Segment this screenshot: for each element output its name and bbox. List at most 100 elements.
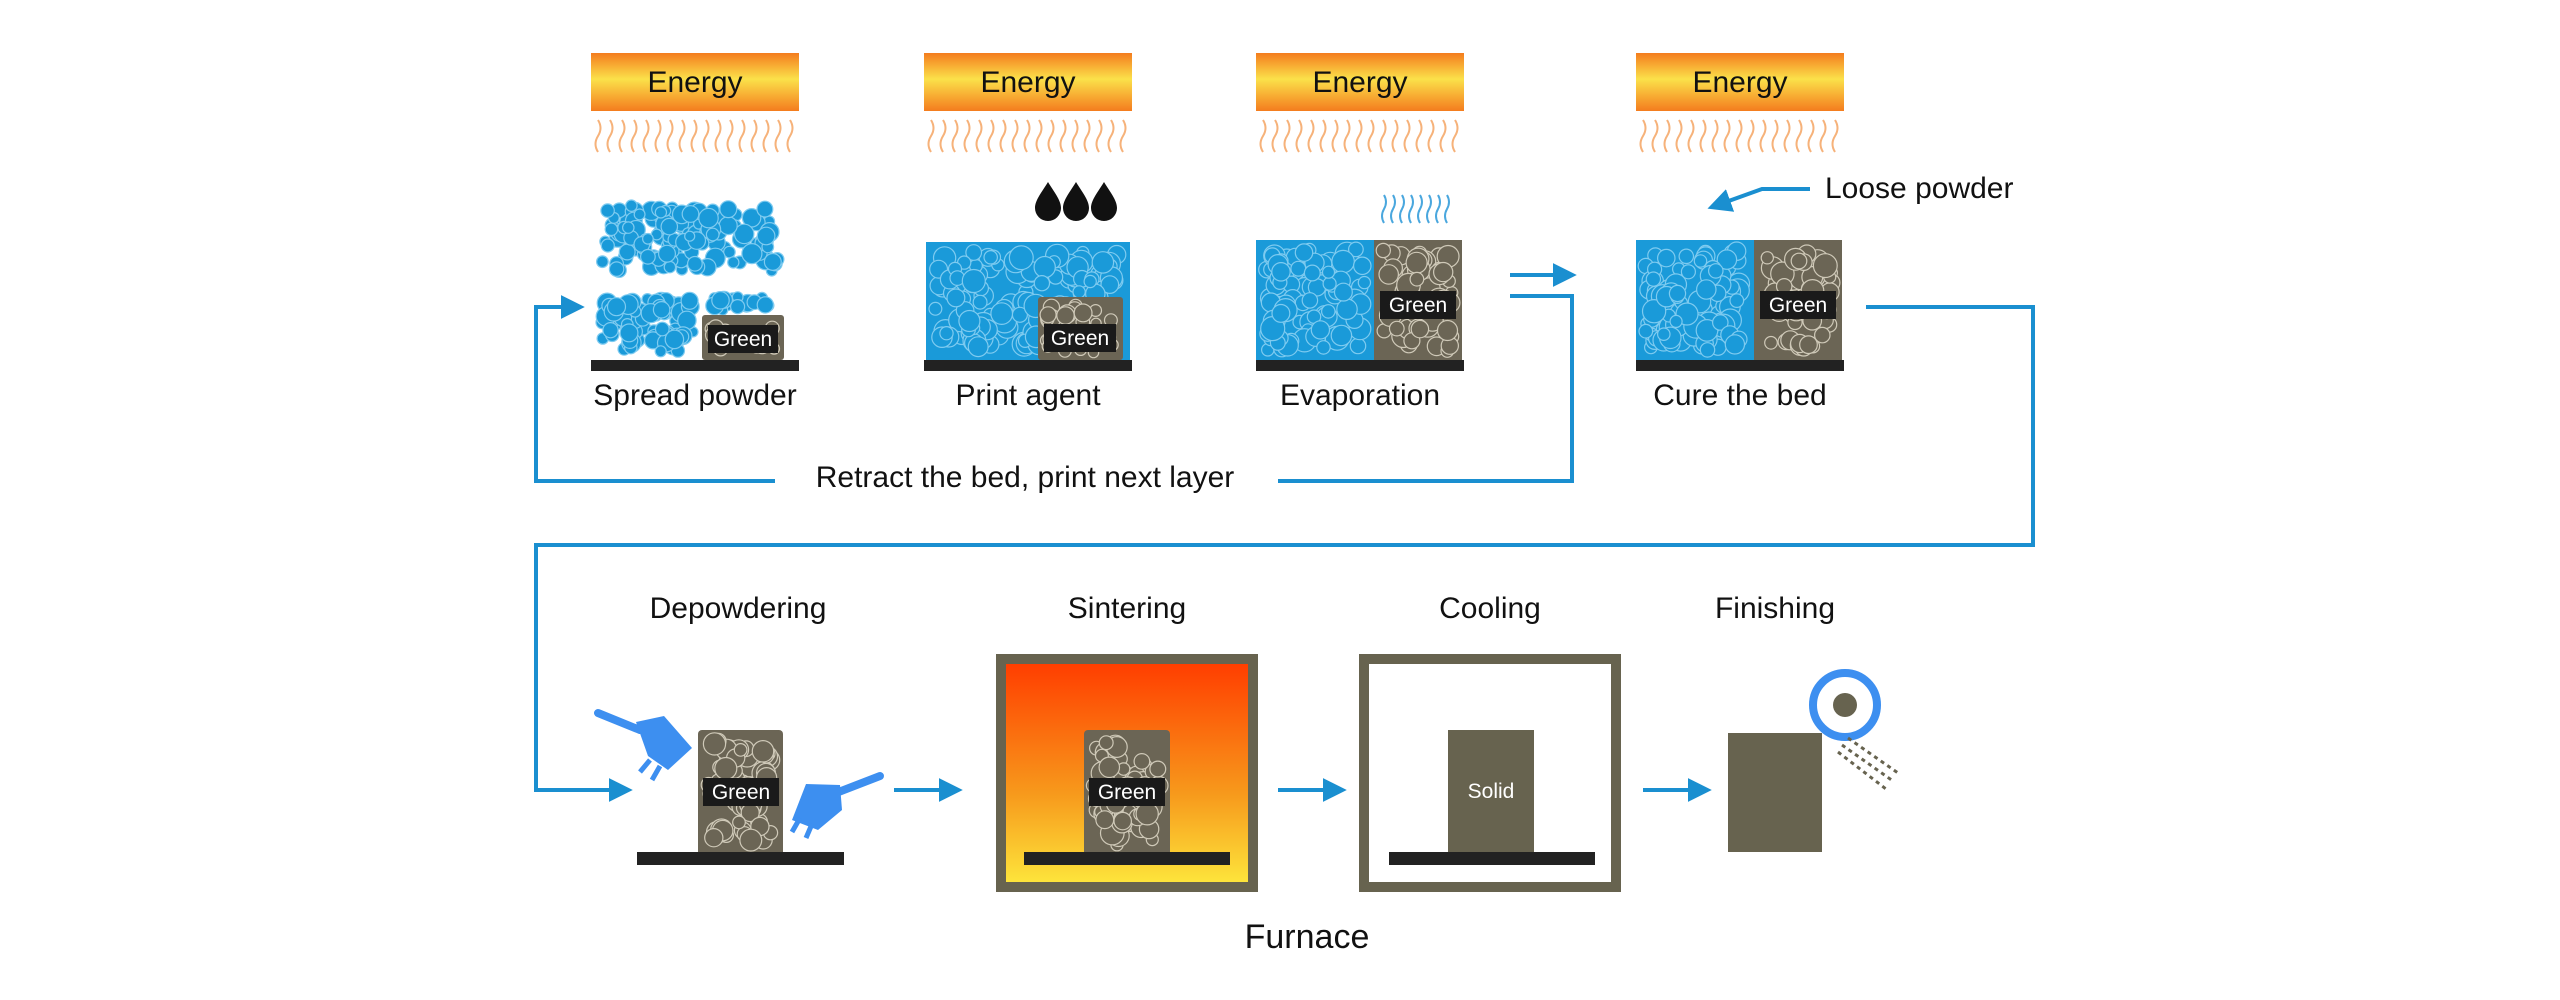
grain xyxy=(1410,319,1430,339)
heat-wave-line xyxy=(750,119,758,153)
energy-bar-icon xyxy=(1256,53,1464,111)
grain xyxy=(1098,735,1114,751)
powder-particle xyxy=(680,291,699,310)
heat-wave-line xyxy=(1295,119,1303,153)
heat-wave-line xyxy=(606,119,614,153)
vapor-line xyxy=(1435,194,1441,224)
heat-wave-line xyxy=(1439,119,1447,153)
build-bed xyxy=(637,852,844,865)
powder-particle xyxy=(1657,248,1676,268)
powder-particle xyxy=(625,199,638,212)
grain xyxy=(714,756,738,781)
grain xyxy=(733,743,748,757)
step-label-cure-the-bed: Cure the bed xyxy=(1653,379,1826,412)
heat-wave-line xyxy=(1119,119,1127,153)
powder-particle xyxy=(654,321,670,337)
grain xyxy=(1095,810,1115,830)
powder-particle xyxy=(1301,292,1319,309)
ink-drop-icon xyxy=(1035,182,1117,221)
vapor-icon xyxy=(1381,194,1450,224)
heat-wave-line xyxy=(666,119,674,153)
grain xyxy=(1814,326,1831,344)
powder-particle xyxy=(1310,320,1331,340)
heat-wave-line xyxy=(1711,119,1719,153)
powder-particle xyxy=(652,300,671,319)
powder-particle xyxy=(967,336,989,358)
grain xyxy=(1113,811,1132,831)
grain xyxy=(1760,251,1775,265)
powder-particle xyxy=(684,230,696,242)
step-finishing: Finishing xyxy=(1715,592,1899,852)
heat-wave-line xyxy=(1795,119,1803,153)
powder-particle xyxy=(664,329,685,350)
powder-particle xyxy=(928,301,943,316)
heat-wave-line xyxy=(1035,119,1043,153)
powder-particle xyxy=(681,205,700,223)
arrow-icon xyxy=(1707,187,1810,212)
heat-wave-line xyxy=(1379,119,1387,153)
heat-wave-line xyxy=(963,119,971,153)
powder-particle xyxy=(1641,299,1667,324)
heat-wave-line xyxy=(999,119,1007,153)
powder-particle xyxy=(1330,324,1353,347)
powder-particle xyxy=(756,226,776,246)
heat-wave-line xyxy=(630,119,638,153)
energy-label-1: Energy xyxy=(647,66,742,99)
heat-wave-line xyxy=(1807,119,1815,153)
loose-powder-callout: Loose powder xyxy=(1707,172,2013,212)
powder-particle xyxy=(1657,327,1671,341)
step-label-cooling: Cooling xyxy=(1439,592,1541,625)
powder-particle xyxy=(1316,340,1331,355)
powder-particle xyxy=(939,326,954,341)
powder-particle xyxy=(663,260,677,274)
arrow-icon xyxy=(534,295,775,483)
heat-wave-line xyxy=(726,119,734,153)
heat-wave-line xyxy=(654,119,662,153)
grain xyxy=(732,815,746,830)
powder-particle xyxy=(640,248,656,265)
green-tag xyxy=(1089,778,1165,806)
powder-particle xyxy=(1033,255,1056,279)
powder-particle xyxy=(965,244,983,261)
powder-particle xyxy=(1100,275,1120,295)
loose-powder-label: Loose powder xyxy=(1825,172,2013,205)
heat-wave-line xyxy=(1675,119,1683,153)
green-tag xyxy=(1380,291,1456,319)
grain xyxy=(1388,320,1405,337)
vapor-line xyxy=(1426,194,1432,224)
heat-wave-line xyxy=(1059,119,1067,153)
solid-part xyxy=(1448,730,1534,854)
powder-particle xyxy=(1712,314,1729,331)
grain xyxy=(1133,753,1151,770)
heat-wave-line xyxy=(1083,119,1091,153)
green-label-5: Green xyxy=(712,781,770,804)
powder-particle xyxy=(719,200,738,219)
heat-wave-line xyxy=(1831,119,1839,153)
heat-wave-icon xyxy=(1259,119,1459,153)
powder-particle xyxy=(727,256,740,269)
powder-particle xyxy=(1091,251,1115,274)
build-bed xyxy=(591,360,799,371)
grain xyxy=(1378,264,1399,285)
heat-wave-line xyxy=(1451,119,1459,153)
heat-wave-line xyxy=(1427,119,1435,153)
powder-particle xyxy=(604,222,619,237)
heat-wave-line xyxy=(1699,119,1707,153)
powder-particle xyxy=(1729,293,1745,309)
powder-particle xyxy=(763,252,782,271)
heat-wave-line xyxy=(1259,119,1267,153)
powder-particle xyxy=(946,288,966,308)
energy-label-3: Energy xyxy=(1312,66,1407,99)
heat-wave-line xyxy=(1107,119,1115,153)
grain xyxy=(1375,242,1392,259)
heat-wave-line xyxy=(618,119,626,153)
heat-wave-line xyxy=(1819,119,1827,153)
heat-wave-line xyxy=(1319,119,1327,153)
grain xyxy=(1432,261,1454,283)
grain xyxy=(1098,756,1121,779)
heat-wave-line xyxy=(714,119,722,153)
